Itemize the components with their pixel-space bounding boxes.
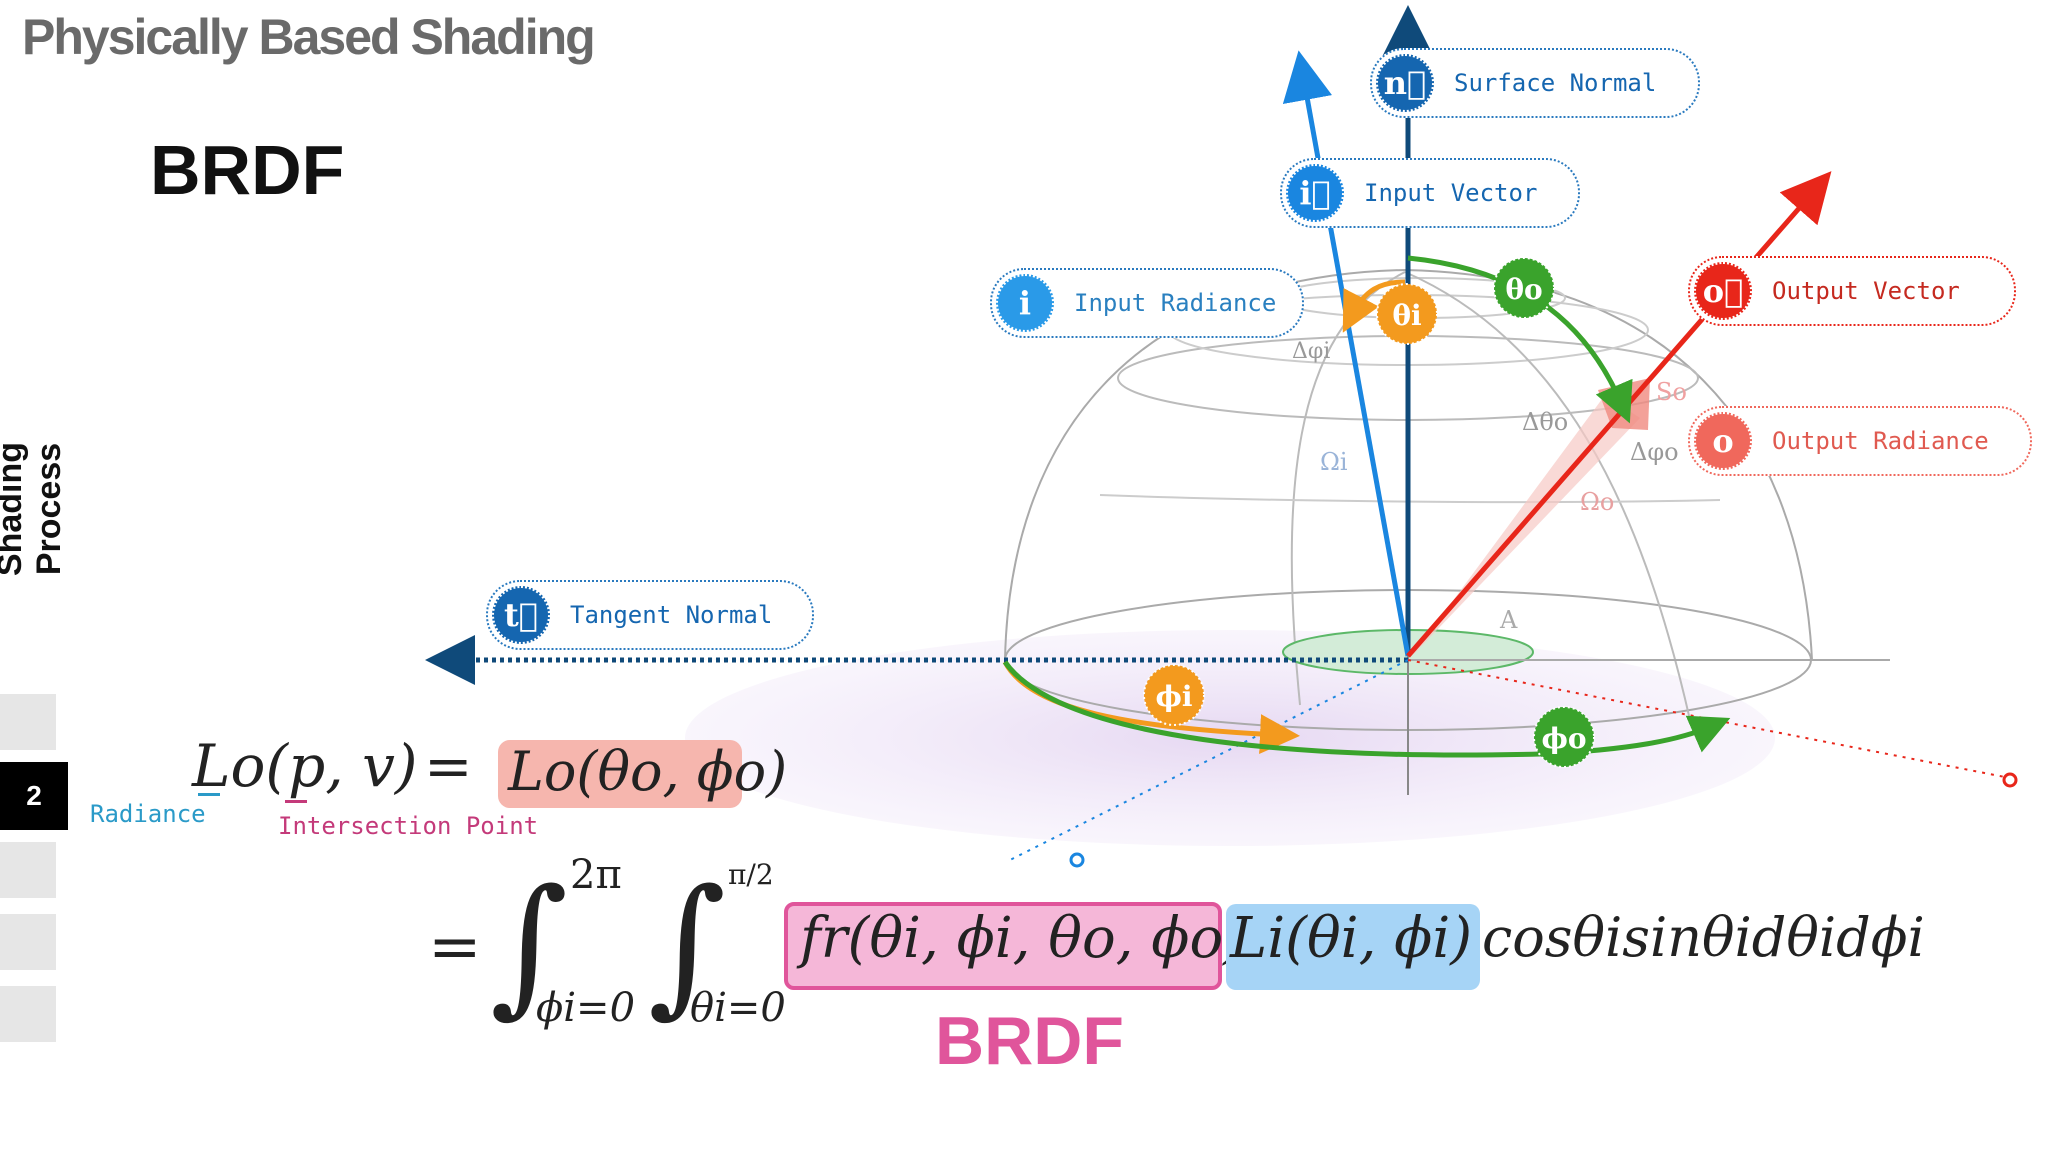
point-underline — [285, 800, 307, 803]
outer-integral-upper: 2π — [570, 852, 622, 898]
slide-pager: 2 — [0, 694, 68, 1058]
lhs-radiance: Lo(p, v) — [192, 732, 418, 800]
li-term: Li(θi, ϕi) — [1230, 906, 1473, 971]
area-label: A — [1499, 606, 1518, 634]
section-heading: BRDF — [150, 131, 345, 209]
theta-i-badge: θi — [1376, 283, 1438, 345]
svg-text:ϕo: ϕo — [1541, 722, 1586, 755]
pager-item[interactable] — [0, 842, 56, 898]
lo-angles-box — [498, 740, 742, 808]
radiance-label: Radiance — [90, 800, 206, 828]
input-radiance-pill: i Input Radiance — [990, 268, 1304, 338]
omega-i-label: Ωi — [1320, 448, 1348, 476]
input-vector-pill: i⃗ Input Vector — [1280, 158, 1580, 228]
input-radiance-label: Input Radiance — [1074, 289, 1277, 317]
equals-sign-1: = — [424, 732, 473, 800]
slide-title: Physically Based Shading — [22, 9, 596, 65]
outer-integral-sign: ∫ — [490, 858, 569, 1032]
delta-phi-i-label: Δφi — [1292, 339, 1330, 364]
input-vector-icon: i⃗ — [1286, 164, 1344, 222]
inner-integral-sign: ∫ — [648, 858, 727, 1032]
output-solid-angle — [1412, 395, 1640, 656]
output-vector-label: Output Vector — [1772, 277, 1960, 305]
svg-text:θi: θi — [1392, 299, 1421, 332]
theta-o-arc — [1407, 255, 1633, 424]
output-radiance-pill: o Output Radiance — [1688, 406, 2032, 476]
outer-integral-lower: ϕi=0 — [536, 985, 636, 1031]
integrand-tail: cosθisinθidθidϕi — [1482, 906, 1925, 969]
surface-normal-label: Surface Normal — [1454, 69, 1657, 97]
delta-theta-o-label: Δθo — [1522, 408, 1568, 436]
theta-i-arc — [1342, 279, 1406, 333]
brdf-term: fr(θi, ϕi, θo, ϕo) — [800, 906, 1246, 971]
output-vector-icon: o⃗ — [1694, 262, 1752, 320]
brdf-term-box — [784, 902, 1222, 990]
phi-o-badge: ϕo — [1533, 706, 1595, 768]
surface-normal-pill: n⃗ Surface Normal — [1370, 48, 1700, 118]
tangent-normal-label: Tangent Normal — [570, 601, 773, 629]
phi-i-badge: ϕi — [1143, 664, 1205, 726]
s-o-label: So — [1656, 378, 1687, 406]
tangent-normal-pill: t⃗ Tangent Normal — [486, 580, 814, 650]
theta-o-badge: θo — [1493, 257, 1555, 319]
bitangent-axis — [1009, 659, 1409, 861]
input-radiance-icon: i — [996, 274, 1054, 332]
brdf-label: BRDF — [935, 1003, 1124, 1079]
delta-phi-o-label: Δφo — [1630, 438, 1679, 466]
output-vector-pill: o⃗ Output Vector — [1688, 256, 2016, 326]
output-radiance-label: Output Radiance — [1772, 427, 1989, 455]
surface-normal-icon: n⃗ — [1376, 54, 1434, 112]
radiance-underline — [198, 793, 220, 796]
output-radiance-icon: o — [1694, 412, 1752, 470]
ground-disk — [685, 630, 1775, 846]
svg-text:θo: θo — [1505, 273, 1542, 306]
pager-item[interactable] — [0, 694, 56, 750]
omega-o-label: Ωo — [1580, 488, 1614, 516]
pager-item[interactable] — [0, 914, 56, 970]
lo-angles-term: Lo(θo, ϕo) — [508, 740, 788, 803]
tangent-normal-icon: t⃗ — [492, 586, 550, 644]
input-vector-label: Input Vector — [1364, 179, 1538, 207]
equals-sign-2: = — [428, 910, 482, 984]
pager-item-active[interactable]: 2 — [0, 762, 68, 830]
svg-text:ϕi: ϕi — [1156, 680, 1193, 713]
inner-integral-upper: π/2 — [728, 858, 774, 891]
intersection-point-label: Intersection Point — [278, 812, 539, 840]
li-term-box — [1226, 904, 1480, 990]
inner-integral-lower: θi=0 — [690, 985, 786, 1031]
phi-o-arc — [1002, 660, 1731, 758]
pager-item[interactable] — [0, 986, 56, 1042]
